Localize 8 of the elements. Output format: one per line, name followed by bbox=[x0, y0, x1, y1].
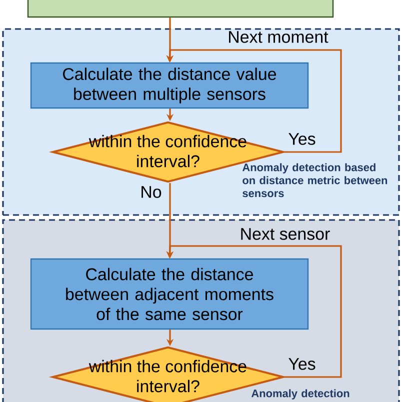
edge-label: Yes bbox=[288, 358, 316, 370]
edge-label: No bbox=[142, 186, 162, 198]
loop-label: Next moment bbox=[229, 31, 328, 43]
start-box bbox=[27, 0, 334, 18]
edge-label: Yes bbox=[288, 133, 316, 145]
loop-label: Next sensor bbox=[241, 228, 330, 240]
process-box: Calculate the distance value between multiple sensors bbox=[30, 62, 309, 109]
process-box: Calculate the distance between adjacent moments of the same sensor bbox=[30, 258, 309, 330]
